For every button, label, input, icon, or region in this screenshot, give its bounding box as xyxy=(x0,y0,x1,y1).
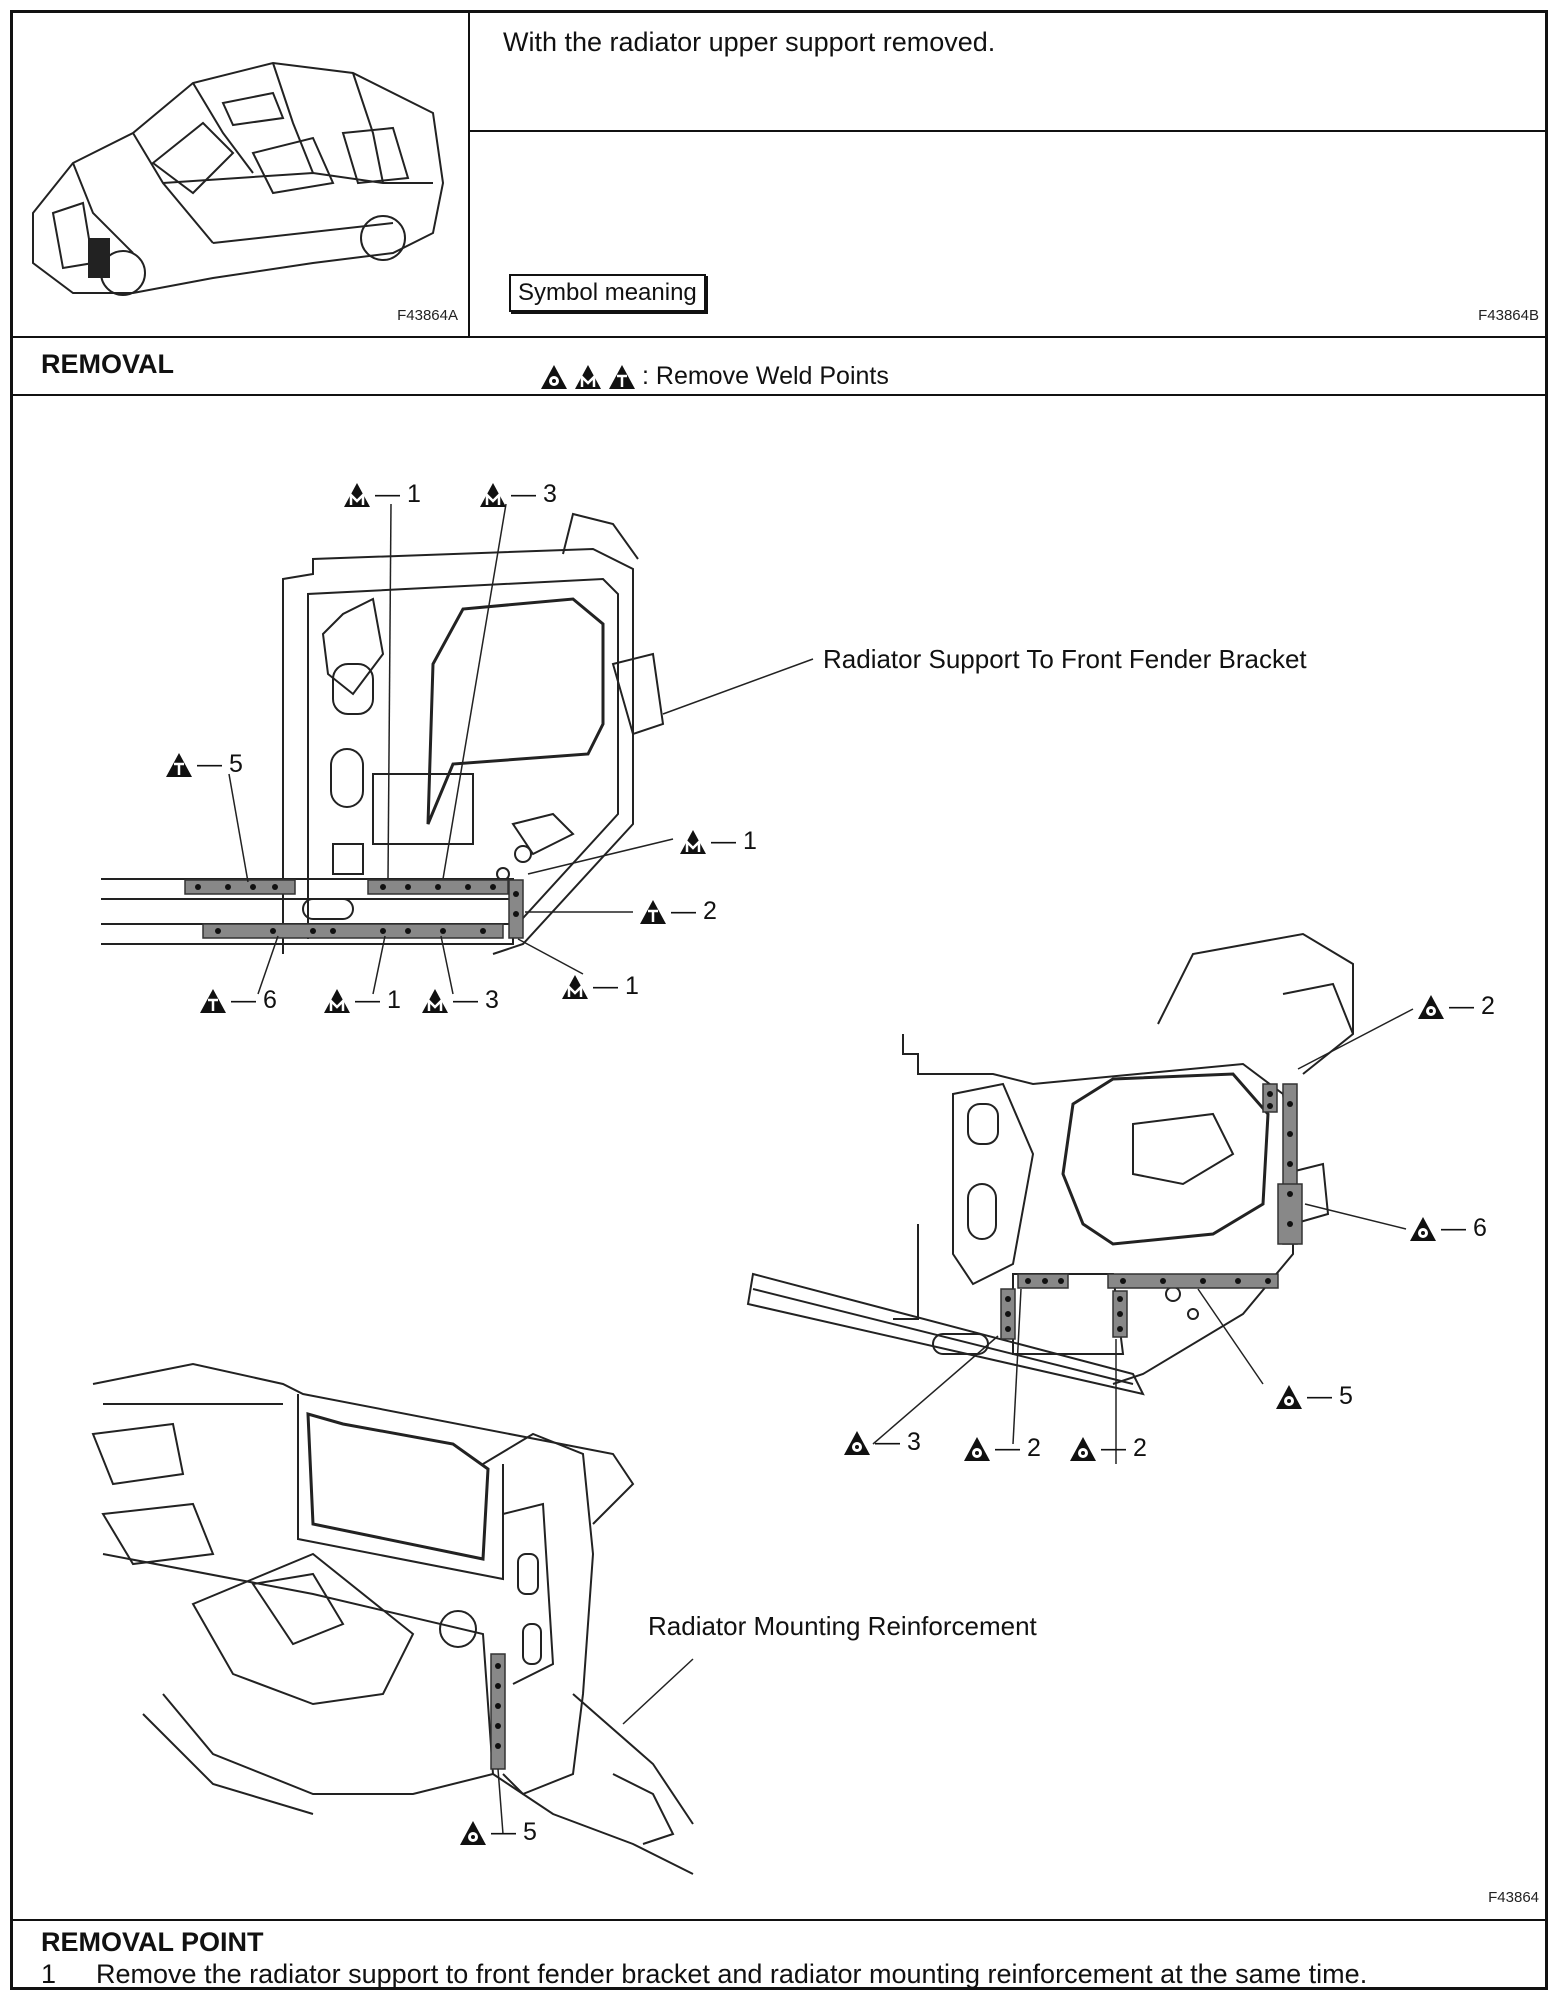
removal-title: REMOVAL xyxy=(41,349,174,379)
callout-o3: — 3 xyxy=(875,1428,921,1456)
circle-triangle-icon xyxy=(964,1437,990,1461)
callout-o2-a: — 2 xyxy=(995,1434,1041,1462)
rear-angle-drawing xyxy=(91,1362,694,1875)
vehicle-body-illustration xyxy=(32,61,445,296)
callout-m1-right: — 1 xyxy=(711,827,757,855)
weld-strip-reinforcement xyxy=(490,1653,506,1770)
manual-page: F43864A With the radiator upper support … xyxy=(10,10,1548,1990)
t-triangle-icon xyxy=(165,752,193,778)
angled-view-drawing xyxy=(746,932,1354,1396)
condition-cell: With the radiator upper support removed. xyxy=(470,13,1545,132)
removal-point-title: REMOVAL POINT xyxy=(41,1927,264,1957)
step-number: 1 xyxy=(41,1959,57,1989)
symbol-cell: Symbol meaning : Remove Weld Points F438… xyxy=(470,130,1545,390)
callout-m3-bottom: — 3 xyxy=(453,986,499,1014)
circle-triangle-icon xyxy=(541,364,567,389)
circle-triangle-icon xyxy=(1410,1217,1436,1241)
symbol-code: F43864B xyxy=(1478,307,1539,324)
symbol-meaning-box: Symbol meaning xyxy=(509,274,706,312)
condition-note: With the radiator upper support removed. xyxy=(503,27,996,57)
front-view-drawing xyxy=(101,512,665,955)
leader-lines-reinforcement xyxy=(497,1658,694,1835)
t-triangle-icon xyxy=(639,899,667,925)
callout-m3-top: — 3 xyxy=(511,480,557,508)
symbol-description: : Remove Weld Points xyxy=(642,362,889,390)
weld-dots-angled xyxy=(1005,1091,1293,1332)
m-triangle-icon xyxy=(343,482,371,508)
callout-m1-bottom: — 1 xyxy=(355,986,401,1014)
label-mounting-reinforcement: Radiator Mounting Reinforcement xyxy=(648,1611,1037,1641)
removal-heading-row: REMOVAL xyxy=(13,336,1545,396)
figure-code: F43864 xyxy=(1488,1889,1539,1906)
weld-dots-front xyxy=(195,884,519,934)
callout-o5-reinforcement: — 5 xyxy=(491,1818,537,1846)
callout-o2-top: — 2 xyxy=(1449,992,1495,1020)
leader-lines-angled xyxy=(872,1008,1414,1464)
callout-t5: — 5 xyxy=(197,750,243,778)
m-triangle-icon xyxy=(679,829,707,855)
leader-lines-front xyxy=(228,503,814,995)
thumbnail-code: F43864A xyxy=(397,307,458,324)
m-triangle-icon xyxy=(421,988,449,1014)
m-triangle-icon xyxy=(561,974,589,1000)
weld-point-diagram xyxy=(91,482,1444,1875)
callout-o5-angled: — 5 xyxy=(1307,1382,1353,1410)
removal-diagram: — 1 — 3 — 5 — 1 — 2 — 6 — 1 — 3 — 1 — 2 … xyxy=(13,394,1545,1921)
callout-o6: — 6 xyxy=(1441,1214,1487,1242)
symbol-legend: : Remove Weld Points xyxy=(540,362,889,391)
circle-triangle-icon xyxy=(844,1431,870,1455)
callout-o2-b: — 2 xyxy=(1101,1434,1147,1462)
header-row: F43864A With the radiator upper support … xyxy=(13,13,1545,390)
m-triangle-icon xyxy=(575,364,601,389)
t-triangle-icon xyxy=(609,364,635,389)
vehicle-thumbnail: F43864A xyxy=(13,13,470,336)
m-triangle-icon xyxy=(479,482,507,508)
callout-t2: — 2 xyxy=(671,897,717,925)
weld-dots-reinforcement xyxy=(495,1663,501,1749)
callout-t6: — 6 xyxy=(231,986,277,1014)
circle-triangle-icon xyxy=(1418,995,1444,1019)
label-fender-bracket: Radiator Support To Front Fender Bracket xyxy=(823,644,1307,674)
t-triangle-icon xyxy=(199,988,227,1014)
step-text: Remove the radiator support to front fen… xyxy=(96,1959,1368,1989)
removal-point-step: 1 Remove the radiator support to front f… xyxy=(41,1959,1367,1990)
m-triangle-icon xyxy=(323,988,351,1014)
removal-point-section: REMOVAL POINT 1 Remove the radiator supp… xyxy=(13,1919,1545,1993)
circle-triangle-icon xyxy=(1276,1385,1302,1409)
circle-triangle-icon xyxy=(460,1821,486,1845)
circle-triangle-icon xyxy=(1070,1437,1096,1461)
callout-m1-corner: — 1 xyxy=(593,972,639,1000)
callout-m1-top: — 1 xyxy=(375,480,421,508)
